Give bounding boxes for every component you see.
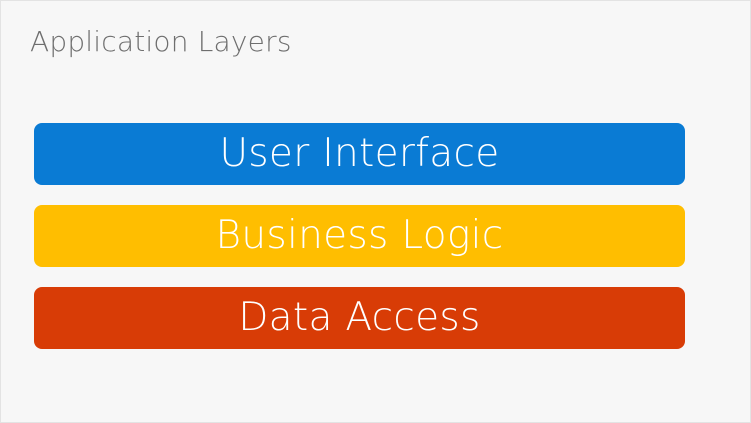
layer-label-user-interface: User Interface: [219, 131, 500, 176]
layer-item-data-access[interactable]: Data Access: [34, 287, 685, 349]
layer-label-business-logic: Business Logic: [215, 213, 504, 258]
layer-item-business-logic[interactable]: Business Logic: [34, 205, 685, 267]
layer-label-data-access: Data Access: [238, 295, 481, 340]
layer-stack: User Interface Business Logic Data Acces…: [34, 123, 685, 349]
page-title: Application Layers: [30, 25, 292, 58]
layer-item-user-interface[interactable]: User Interface: [34, 123, 685, 185]
